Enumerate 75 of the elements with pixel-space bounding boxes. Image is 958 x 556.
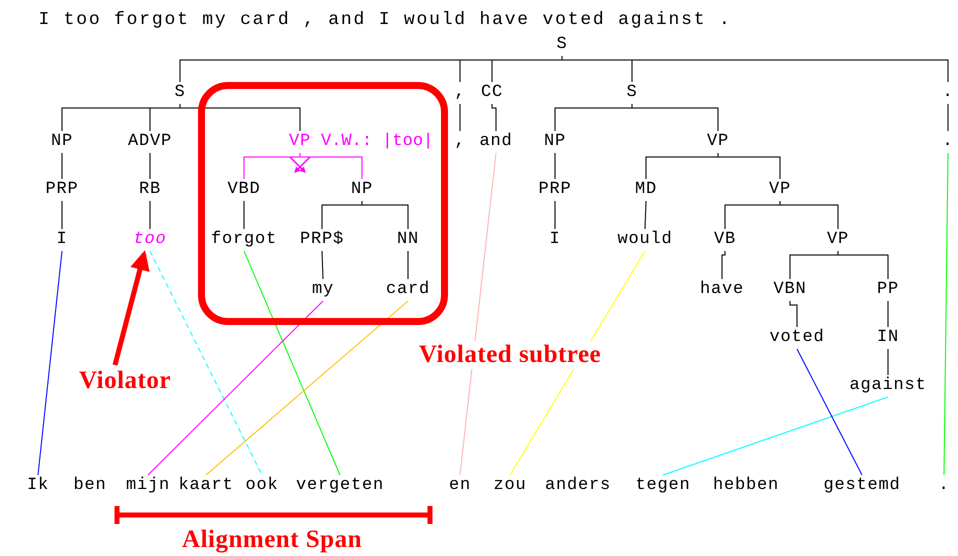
tree-label: PRP$: [300, 230, 344, 250]
tree-branch: [790, 300, 798, 328]
target-word: zou: [494, 476, 526, 496]
tree-label: would: [618, 230, 672, 250]
tree-label: S: [556, 35, 568, 55]
tree-branch: [562, 56, 948, 82]
tree-label: IN: [877, 328, 899, 348]
tree-label: VP: [827, 230, 849, 250]
alignment-line: [38, 250, 62, 476]
tree-branch: [722, 250, 726, 280]
tree-label: VP: [769, 180, 791, 200]
tree-label: S: [174, 83, 186, 103]
tree-branch: [180, 104, 300, 132]
target-word: tegen: [636, 476, 690, 496]
alignment-line: [244, 250, 340, 476]
alignment-line: [796, 348, 862, 476]
tree-label: card: [386, 280, 430, 300]
tree-label: VB: [714, 230, 736, 250]
tree-label: ,: [454, 83, 466, 103]
tree-label: and: [480, 132, 512, 152]
alignment-line: [148, 300, 324, 476]
arrow: [112, 250, 150, 366]
source-sentence: I too forgot my card , and I would have voted against .: [38, 10, 732, 30]
tree-branch: [644, 200, 646, 230]
tree-label: S: [626, 83, 638, 103]
tree-label: I: [56, 230, 68, 250]
tree-label: ,: [454, 132, 466, 152]
tree-label: against: [850, 376, 926, 396]
target-word: hebben: [713, 476, 779, 496]
tree-label: NN: [397, 230, 419, 250]
tree-label: forgot: [211, 230, 277, 250]
tree-label: NP: [51, 132, 73, 152]
tree-label: RB: [139, 180, 161, 200]
target-word: Ik: [27, 476, 49, 496]
tree-label: have: [700, 280, 744, 300]
tree-label: VP: [289, 132, 311, 152]
tree-label: VBN: [774, 280, 806, 300]
alignment-line: [206, 300, 408, 476]
tree-label: CC: [481, 83, 503, 103]
tree-branch: [838, 250, 888, 280]
tree-label: VP: [707, 132, 729, 152]
tree-label: NP: [544, 132, 566, 152]
alignment-line: [460, 152, 496, 476]
tree-label: PP: [877, 280, 899, 300]
target-word: vergeten: [296, 476, 384, 496]
annotation-label: Alignment Span: [182, 526, 362, 554]
target-word: kaart: [178, 476, 234, 496]
target-word: ben: [74, 476, 106, 496]
tree-label: PRP: [538, 180, 572, 200]
target-word: anders: [545, 476, 611, 496]
target-word: gestemd: [824, 476, 900, 496]
annotation-label: Violator: [79, 367, 171, 395]
target-word: mijn: [126, 476, 170, 496]
tree-label: voted: [770, 328, 824, 348]
target-word: .: [938, 476, 950, 496]
alignment-line: [944, 152, 948, 476]
annotation-text: V.W.: |too|: [321, 132, 434, 152]
tree-branch: [554, 152, 556, 180]
tree-branch: [322, 250, 324, 280]
tree-label: ADVP: [128, 132, 172, 152]
tree-label: MD: [635, 180, 657, 200]
target-word: ook: [246, 476, 278, 496]
tree-label: NP: [351, 180, 373, 200]
target-word: en: [449, 476, 471, 496]
tree-label: .: [942, 83, 954, 103]
tree-label: I: [550, 230, 560, 250]
tree-label: my: [312, 280, 334, 300]
tree-branch: [492, 104, 496, 132]
alignment-line: [662, 396, 888, 476]
tree-label: too: [134, 230, 166, 250]
tree-label: PRP: [46, 180, 78, 200]
alignment-line: [150, 250, 262, 476]
tree-label: .: [942, 132, 954, 152]
tree-label: VBD: [228, 180, 260, 200]
tree-branch: [554, 200, 556, 230]
